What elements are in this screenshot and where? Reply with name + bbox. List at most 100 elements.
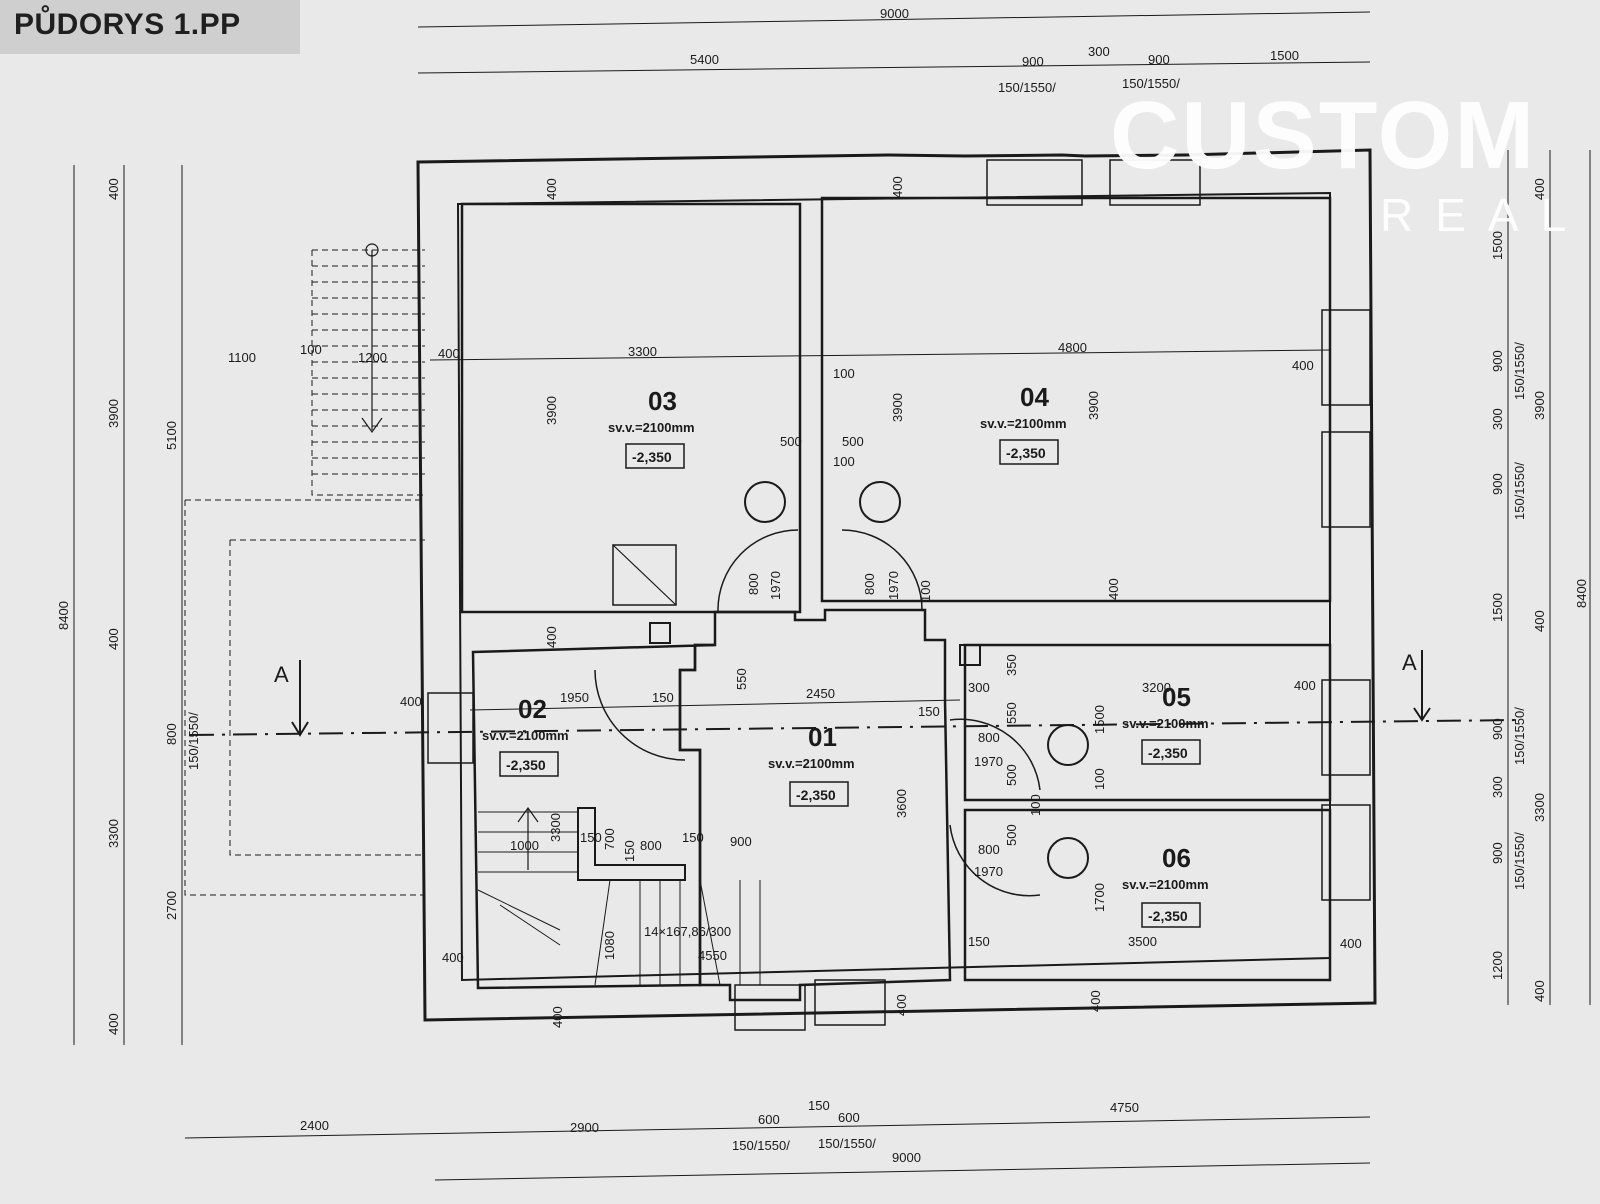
dim-int-500a: 500 [780, 434, 802, 449]
window-bottom-b [814, 979, 886, 1026]
dim-int-3300b: 3300 [548, 813, 563, 842]
dim-int-550a: 550 [734, 668, 749, 690]
dim-line-2450 [469, 699, 961, 711]
dim-right-3300: 3300 [1532, 793, 1547, 822]
dim-int-800c: 800 [640, 838, 662, 853]
dim-right-900d: 900 [1490, 842, 1505, 864]
room-01-level: -2,350 [796, 787, 836, 803]
shaft-box-03-diag [612, 544, 677, 606]
window-right-d [1321, 804, 1371, 901]
dim-right-400b: 400 [1532, 610, 1547, 632]
dim-int-800a: 800 [746, 573, 761, 595]
room-04-number: 04 [1020, 382, 1049, 412]
dim-int-100b: 100 [833, 454, 855, 469]
room-04-outline [820, 196, 1332, 603]
dim-int-1950: 1950 [560, 690, 589, 705]
dim-int-1970c: 1970 [974, 754, 1003, 769]
section-label-left: A [274, 662, 289, 687]
room-02-number: 02 [518, 694, 547, 724]
room-05-level-box [1141, 739, 1201, 765]
room-06-outline [963, 808, 1332, 982]
section-label-right: A [1402, 650, 1417, 675]
room-05-height: sv.v.=2100mm [1122, 716, 1209, 731]
window-left [427, 692, 474, 764]
dim-int-150a: 150 [652, 690, 674, 705]
dim-int-400-02: 400 [400, 694, 422, 709]
section-marker-right [1413, 650, 1431, 722]
dim-int-3900c: 3900 [1086, 391, 1101, 420]
dim-ext-100: 100 [300, 342, 322, 357]
dim-bot-total: 9000 [892, 1150, 921, 1165]
room-03-level-box [625, 443, 685, 469]
dim-top-900b: 900 [1148, 52, 1170, 67]
window-right-c [1321, 679, 1371, 776]
dim-int-150c: 150 [580, 830, 602, 845]
dim-top-5400: 5400 [690, 52, 719, 67]
dim-int-400-05: 400 [1294, 678, 1316, 693]
dim-left-400c: 400 [106, 1013, 121, 1035]
room-02-height: sv.v.=2100mm [482, 728, 569, 743]
window-right-b [1321, 431, 1371, 528]
dim-bot-window-b: 150/1550/ [818, 1136, 876, 1151]
dim-int-3900a: 3900 [544, 396, 559, 425]
dim-int-400-e: 400 [1292, 358, 1314, 373]
dim-right-1550b: 150/1550/ [1512, 462, 1527, 520]
shaft-box-03 [612, 544, 677, 606]
dim-line-3300 [429, 349, 1331, 361]
dim-int-1700: 1700 [1092, 883, 1107, 912]
dim-int-400-b2: 400 [894, 994, 909, 1016]
dim-int-1080: 1080 [602, 931, 617, 960]
dim-top-total: 9000 [880, 6, 909, 21]
dim-int-400-b3: 400 [1088, 990, 1103, 1012]
fixture-circle-03 [744, 481, 786, 523]
dim-int-400-w: 400 [438, 346, 460, 361]
dim-top-window-a: 150/1550/ [998, 80, 1056, 95]
dim-bot-600b: 600 [838, 1110, 860, 1125]
dim-int-100d: 100 [1092, 768, 1107, 790]
fixture-circle-05 [1047, 724, 1089, 766]
dim-int-1970d: 1970 [974, 864, 1003, 879]
dim-bot-4750: 4750 [1110, 1100, 1139, 1115]
dim-int-400-06: 400 [1340, 936, 1362, 951]
dim-left-5100: 5100 [164, 421, 179, 450]
dim-left-1550: 150/1550/ [186, 712, 201, 770]
dim-ext-1200: 1200 [358, 350, 387, 365]
fixture-circle-06 [1047, 837, 1089, 879]
room-02-level: -2,350 [506, 757, 546, 773]
dim-int-1000: 1000 [510, 838, 539, 853]
room-05-number: 05 [1162, 682, 1191, 712]
dim-right-900a: 900 [1490, 350, 1505, 372]
dim-int-100e: 100 [1028, 794, 1043, 816]
door-arc-03 [717, 529, 799, 613]
right-dimensions: 400 1500 900 150/1550/ 300 900 150/1550/… [1490, 178, 1589, 1002]
dim-left-8400: 8400 [56, 601, 71, 630]
dim-left-3900: 3900 [106, 399, 121, 428]
dim-bot-600a: 600 [758, 1112, 780, 1127]
dim-int-400-sw: 400 [442, 950, 464, 965]
room-01-number: 01 [808, 722, 837, 752]
dim-int-4800: 4800 [1058, 340, 1087, 355]
dim-int-4550: 4550 [698, 948, 727, 963]
dim-left-3300: 3300 [106, 819, 121, 848]
window-top-b [1109, 159, 1201, 206]
room-01-level-box [789, 781, 849, 807]
room-06-height: sv.v.=2100mm [1122, 877, 1209, 892]
dim-right-1550d: 150/1550/ [1512, 832, 1527, 890]
dim-int-stair: 14×167,86/300 [644, 924, 731, 939]
dim-int-500d: 500 [1004, 824, 1019, 846]
window-top-a [986, 159, 1083, 206]
window-bottom-a [734, 984, 806, 1031]
door-arc-06 [949, 824, 1041, 897]
dim-top-300: 300 [1088, 44, 1110, 59]
dim-int-500b: 500 [842, 434, 864, 449]
dim-int-400-t1: 400 [544, 178, 559, 200]
dim-int-700: 700 [602, 828, 617, 850]
dim-int-1500: 1500 [1092, 705, 1107, 734]
fixture-circle-04 [859, 481, 901, 523]
shaft-small-b [959, 644, 981, 666]
room-03-number: 03 [648, 386, 677, 416]
exterior-stair-dashed [311, 249, 425, 496]
room-03-outline [460, 202, 802, 614]
